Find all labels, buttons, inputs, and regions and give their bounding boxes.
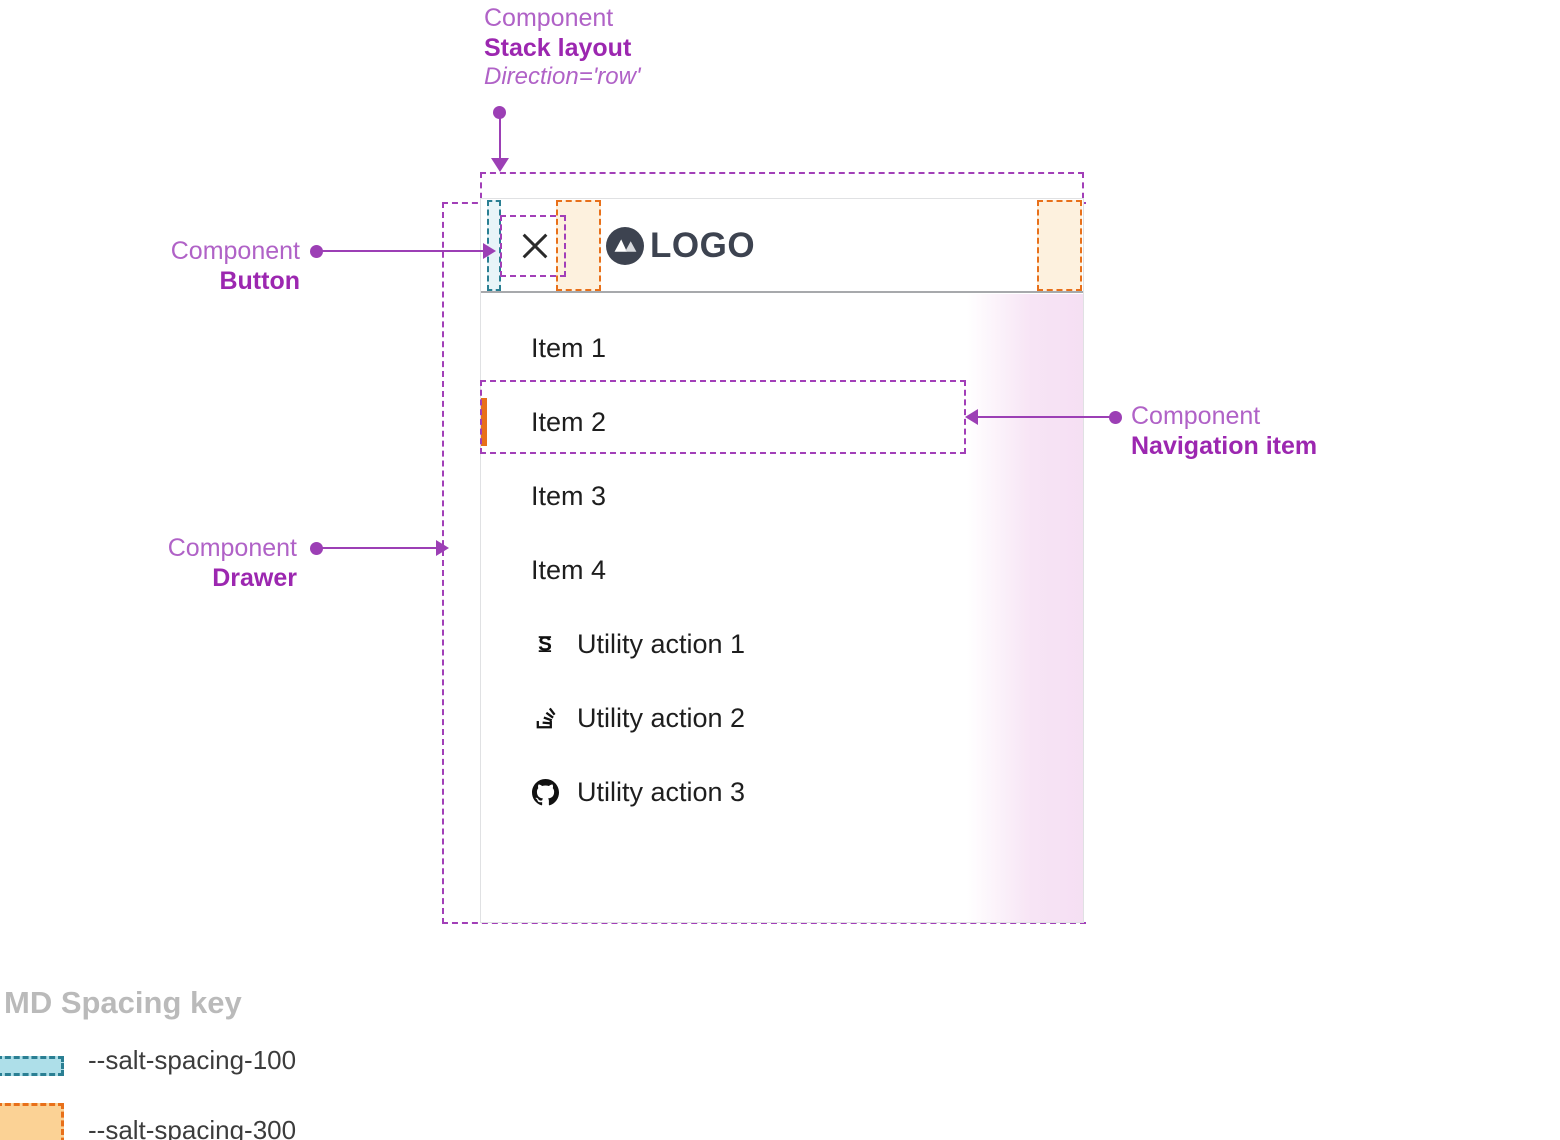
- stack-overflow-icon: [531, 704, 559, 732]
- leader-dot-drawer: [310, 542, 323, 555]
- utility-action-label: Utility action 2: [577, 702, 746, 733]
- spacing-300-overlay-inner: [556, 200, 601, 291]
- close-button[interactable]: [508, 219, 562, 273]
- nav-item-3[interactable]: Item 3: [481, 459, 1083, 533]
- leader-arrow-stack-layout: [491, 158, 509, 172]
- annotation-name: Drawer: [212, 563, 297, 592]
- spacing-300-overlay-right: [1037, 200, 1082, 291]
- legend-label: --salt-spacing-300: [88, 1115, 297, 1140]
- leader-arrow-drawer: [436, 540, 449, 556]
- annotation-kind: Component: [170, 237, 300, 265]
- annotation-name: Navigation item: [1131, 431, 1318, 460]
- nav-item-4[interactable]: Item 4: [481, 533, 1083, 607]
- leader-line-drawer: [320, 547, 438, 549]
- annotation-kind: Component: [167, 534, 297, 562]
- legend-swatch-spacing-100: [0, 1056, 64, 1076]
- leader-dot-button: [310, 245, 323, 258]
- logo: LOGO: [606, 199, 755, 293]
- annotation-kind: Component: [484, 4, 614, 32]
- close-icon: [522, 233, 548, 259]
- leader-arrow-navigation-item: [965, 409, 978, 425]
- nav-item-label: Item 3: [531, 480, 607, 511]
- annotation-navigation-item: Component Navigation item: [1131, 402, 1317, 461]
- annotation-name: Button: [219, 266, 300, 295]
- utility-action-label: Utility action 3: [577, 776, 746, 807]
- annotation-kind: Component: [1131, 402, 1261, 430]
- nav-item-label: Item 1: [531, 332, 607, 363]
- legend-row-spacing-300: --salt-spacing-300: [0, 1103, 620, 1140]
- annotation-button: Component Button: [0, 237, 300, 296]
- utility-action-label: Utility action 1: [577, 628, 746, 659]
- legend-row-spacing-100: --salt-spacing-100: [0, 1045, 620, 1079]
- logo-text: LOGO: [650, 226, 756, 265]
- leader-line-navigation-item: [978, 416, 1111, 418]
- navigation-list: Item 1 Item 2 Item 3 Item 4 S Uti: [481, 293, 1083, 829]
- mountain-logo-icon: [606, 227, 644, 265]
- leader-arrow-button: [483, 243, 496, 259]
- drawer-panel: LOGO Item 1 Item 2 Item 3 Item 4 S: [480, 198, 1084, 923]
- annotation-name: Stack layout: [484, 33, 632, 62]
- nav-item-2[interactable]: Item 2: [481, 385, 1083, 459]
- svg-text:S: S: [538, 633, 552, 656]
- leader-line-button: [320, 250, 485, 252]
- legend-title: MD Spacing key: [4, 985, 242, 1020]
- utility-action-1[interactable]: S Utility action 1: [481, 607, 1083, 681]
- utility-action-2[interactable]: Utility action 2: [481, 681, 1083, 755]
- annotation-stack-layout: Component Stack layout Direction='row': [484, 4, 641, 91]
- nav-item-1[interactable]: Item 1: [481, 311, 1083, 385]
- leader-line-stack-layout: [499, 116, 501, 160]
- salt-s-icon: S: [531, 630, 559, 658]
- leader-dot-stack-layout: [493, 106, 506, 119]
- legend-label: --salt-spacing-100: [88, 1045, 297, 1075]
- utility-action-3[interactable]: Utility action 3: [481, 755, 1083, 829]
- annotation-prop: Direction='row': [484, 63, 641, 90]
- nav-item-label: Item 4: [531, 554, 607, 585]
- leader-dot-navigation-item: [1109, 411, 1122, 424]
- annotation-drawer: Component Drawer: [0, 534, 297, 593]
- github-icon: [531, 778, 559, 806]
- legend-swatch-spacing-300: [0, 1103, 64, 1140]
- nav-item-label: Item 2: [531, 406, 607, 437]
